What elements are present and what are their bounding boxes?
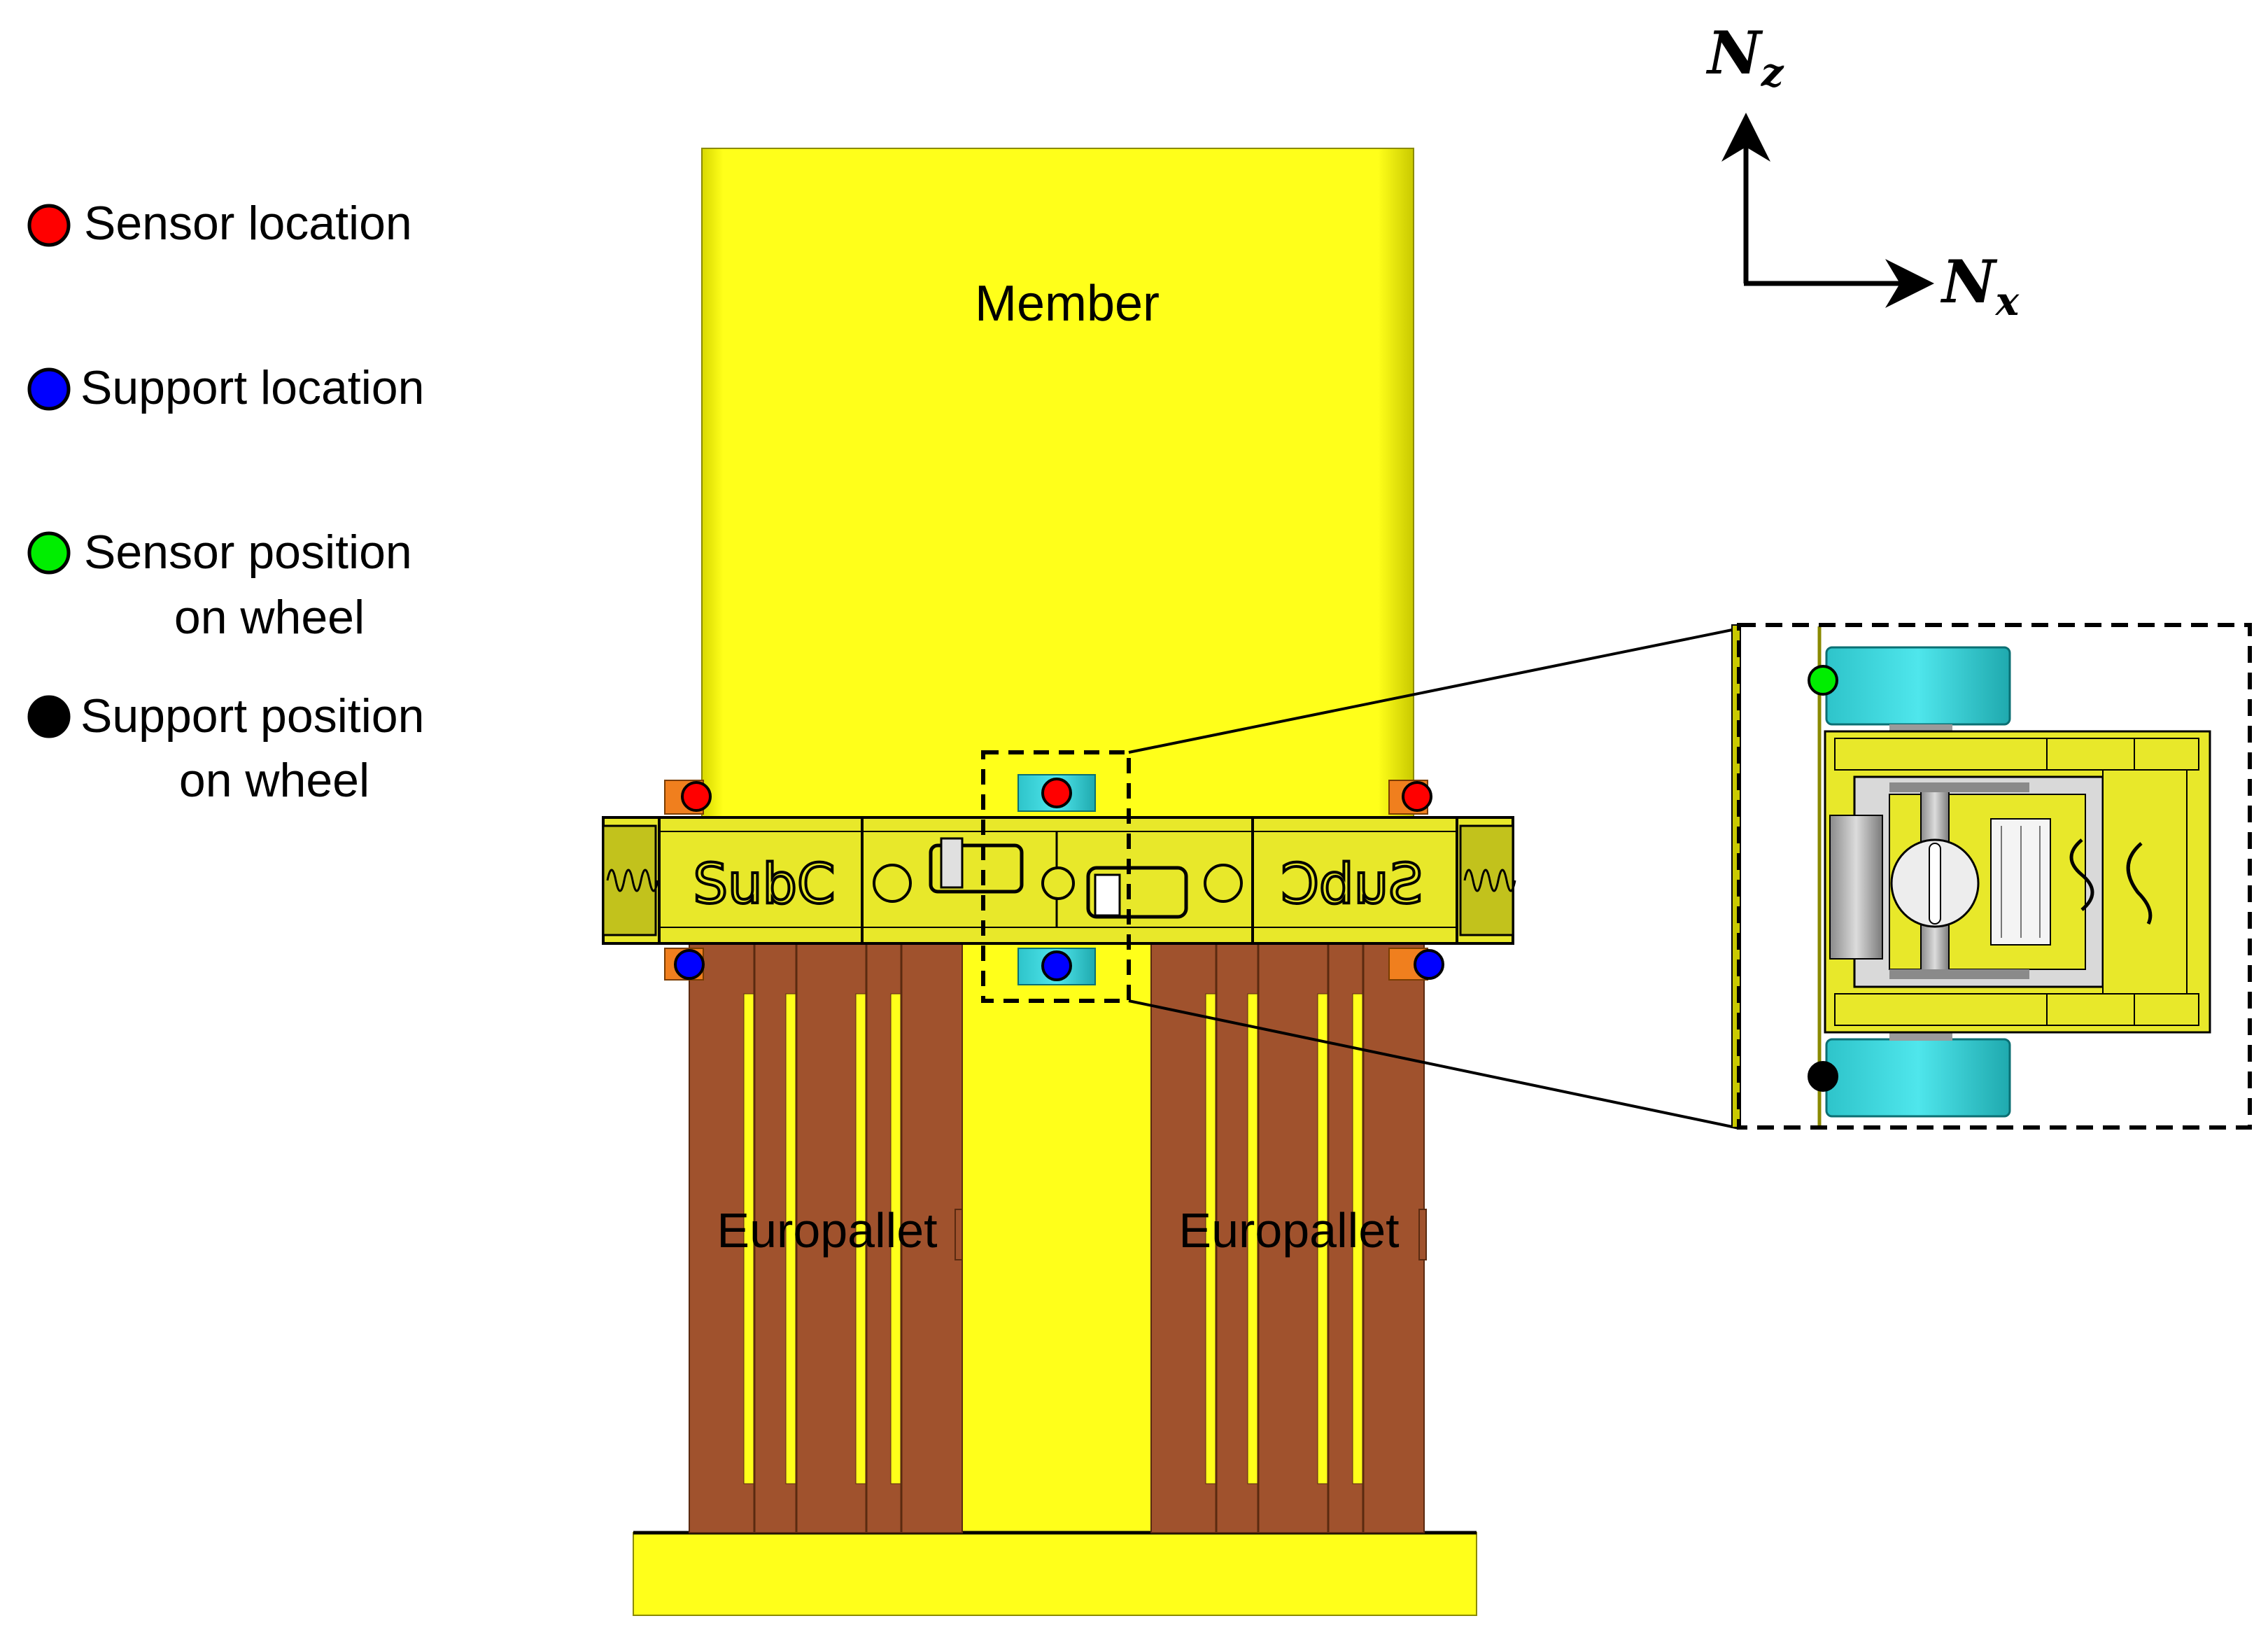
inset-belt xyxy=(1889,782,2029,792)
coordinate-axes: Nz Nx xyxy=(1705,18,2020,325)
legend-label: Sensor position xyxy=(84,526,412,579)
legend-item-sensor: Sensor location xyxy=(27,197,412,250)
pallet-block xyxy=(1150,937,1425,1533)
z-axis-label: Nz xyxy=(1705,18,1784,96)
band-hole xyxy=(1041,866,1075,900)
legend-label: Sensor location xyxy=(84,197,412,250)
zoom-inset xyxy=(1731,623,2252,1130)
legend-label: Support location xyxy=(80,361,424,414)
spring-icon xyxy=(1463,869,1516,892)
pallet-edge-board xyxy=(955,1209,963,1260)
zoom-source-box xyxy=(981,750,1131,1003)
support-wheel-position-marker xyxy=(1808,1061,1838,1092)
legend-item-sensor-wheel: Sensor position on wheel xyxy=(27,526,412,644)
band-hole xyxy=(1204,864,1243,903)
zoom-connector-bottom xyxy=(1128,999,1740,1130)
band-bracket xyxy=(1094,873,1121,917)
support-location-marker xyxy=(1041,950,1072,981)
location-markers xyxy=(674,778,1444,981)
europallet-right: Europallet xyxy=(1150,937,1427,1533)
inset-axle xyxy=(1889,1032,1952,1041)
subc-logo-left: SubC xyxy=(693,853,836,916)
subc-logo-right: SubC xyxy=(1281,853,1423,916)
sensor-wheel-position-marker xyxy=(1808,665,1838,696)
member-label: Member xyxy=(975,276,1160,332)
spring-icon xyxy=(606,869,659,892)
band-hole xyxy=(873,864,912,903)
support-location-marker xyxy=(1414,949,1444,980)
sensor-location-marker xyxy=(1402,781,1432,812)
pallet-label: Europallet xyxy=(717,1203,937,1258)
main-assembly: Member Europallet xyxy=(602,148,1516,1616)
pallet-label: Europallet xyxy=(1178,1203,1399,1258)
inset-belt xyxy=(1889,969,2029,979)
base-plate-body xyxy=(633,1532,1477,1616)
sensor-wheel-marker-icon xyxy=(27,531,71,575)
inset-bracket-plate xyxy=(2102,769,2188,995)
legend-item-support: Support location xyxy=(27,361,424,414)
pallet-edge-board xyxy=(1418,1209,1427,1260)
band-bracket xyxy=(940,837,964,889)
inset-frame-rail xyxy=(1834,738,2199,771)
sensor-marker-icon xyxy=(27,204,71,247)
europallet-left: Europallet xyxy=(689,937,963,1533)
inset-frame-rail xyxy=(1834,993,2199,1026)
sensor-location-marker xyxy=(1041,778,1072,808)
support-marker-icon xyxy=(27,367,71,411)
x-axis-label: Nx xyxy=(1940,247,2020,325)
support-location-marker xyxy=(674,949,705,980)
legend-label-continued: on wheel xyxy=(179,754,369,807)
inset-hook-icon xyxy=(2069,838,2094,911)
legend-item-support-wheel: Support position on wheel xyxy=(27,689,424,807)
base-plate xyxy=(633,1531,1477,1616)
inset-border xyxy=(1737,623,2252,1130)
band-end-cap xyxy=(1459,824,1514,936)
inset-bottom-wheel xyxy=(1825,1038,2011,1118)
inset-roller xyxy=(1829,815,1883,960)
inset-top-wheel xyxy=(1825,646,2011,726)
zoom-connectors xyxy=(1128,627,1740,1130)
legend-label: Support position xyxy=(80,689,424,743)
zoom-connector-top xyxy=(1128,627,1740,754)
support-wheel-marker-icon xyxy=(27,695,71,738)
inset-hook-icon xyxy=(2126,842,2153,925)
band-end-cap xyxy=(602,824,657,936)
legend: Sensor location Support location Sensor … xyxy=(27,197,424,807)
sensor-location-marker xyxy=(681,781,712,812)
inset-gear-slot xyxy=(1929,843,1941,925)
legend-label-continued: on wheel xyxy=(174,591,365,644)
